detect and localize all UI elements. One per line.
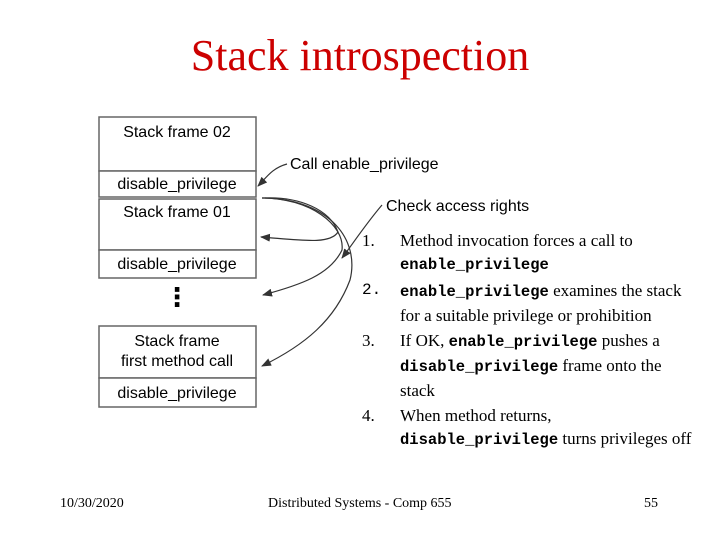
frame-label: disable_privilege [117,176,236,193]
check-arrow [261,197,353,367]
frame-label: first method call [121,353,233,370]
frame-label: Stack frame 01 [123,204,231,221]
step-text: examines the stack for a suitable privil… [400,281,682,325]
disable-privilege-box-2 [98,249,257,279]
frame-label: Stack frame [134,333,219,350]
code-term: enable_privilege [400,283,549,301]
footer-date: 10/30/2020 [60,496,124,511]
step-item: 3. If OK, enable_privilege pushes a disa… [358,329,698,402]
step-item: 4. When method returns, disable_privileg… [358,404,698,452]
frame-label: disable_privilege [117,385,236,402]
step-text: turns privileges off [558,429,692,448]
call-arrow [257,163,288,187]
disable-privilege-box-1 [98,170,257,198]
call-enable-privilege-label: Call enable_privilege [290,156,439,173]
step-item: 2. enable_privilege examines the stack f… [358,279,698,327]
frame-label: disable_privilege [117,256,236,273]
step-text: Method invocation forces a call to [400,231,633,250]
check-arrow [261,197,343,297]
step-item: 1. Method invocation forces a call to en… [358,229,698,277]
code-term: enable_privilege [400,256,549,274]
code-term: disable_privilege [400,358,559,376]
page-number: 55 [644,496,658,511]
check-access-rights-label: Check access rights [386,198,529,215]
step-text: frame onto the stack [400,356,662,400]
stack-frame-01-box [98,198,257,251]
slide-title: Stack introspection [190,31,530,80]
step-text: If OK, [400,331,449,350]
code-term: enable_privilege [448,333,598,351]
ellipsis: ⋮ [164,283,190,313]
stack-frame-02-box [98,116,257,172]
frame-label: Stack frame 02 [123,124,231,141]
code-term: disable_privilege [400,431,559,449]
disable-privilege-box-3 [98,377,257,408]
steps-list: 1. Method invocation forces a call to en… [358,229,698,452]
step-text: When method returns, [400,406,552,425]
step-number: 1. [362,231,375,250]
step-number: 3. [362,331,375,350]
check-arrow [341,204,383,259]
footer-course: Distributed Systems - Comp 655 [268,496,452,511]
step-number: 4. [362,406,375,425]
step-number: 2. [362,281,382,299]
step-text: pushes a [597,331,660,350]
